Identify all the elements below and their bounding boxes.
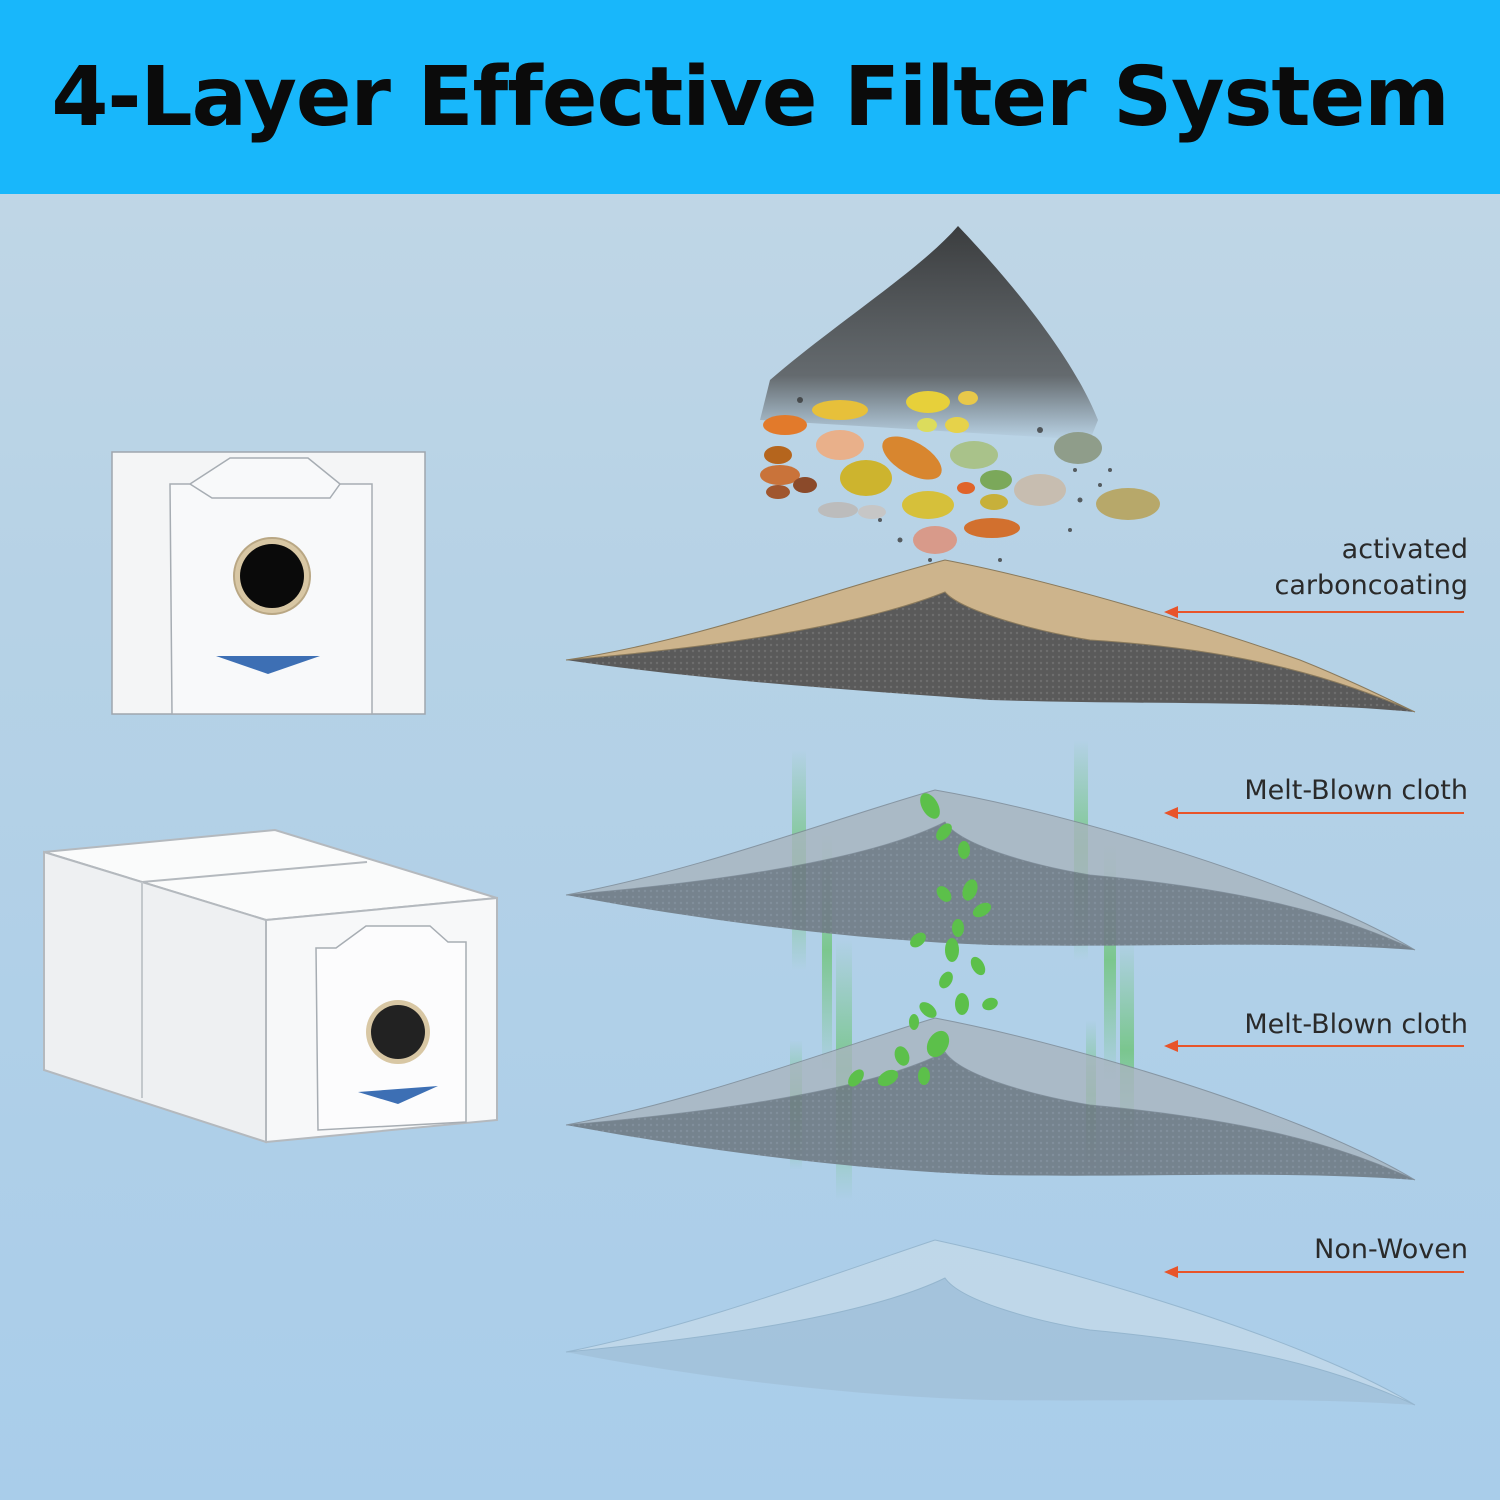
- layer-non-woven: [565, 1239, 1416, 1406]
- title-banner: 4-Layer Effective Filter System: [0, 0, 1500, 194]
- layer-label-non-woven: Non-Woven: [1314, 1232, 1468, 1268]
- label-line: activated: [1341, 534, 1468, 565]
- layer-label-melt-blown-1: Melt-Blown cloth: [1244, 773, 1468, 809]
- layer-melt-blown-2: [565, 1017, 1416, 1181]
- layer-activated-carbon: [565, 559, 1416, 713]
- label-line: Melt-Blown cloth: [1244, 1009, 1468, 1040]
- layer-melt-blown-1: [565, 789, 1416, 951]
- leaf-particles: [848, 793, 998, 1087]
- layer-label-activated-carbon: activated carboncoating: [1274, 532, 1468, 604]
- page-title: 4-Layer Effective Filter System: [51, 49, 1449, 145]
- label-line: carboncoating: [1274, 570, 1468, 601]
- filter-bag-front-image: [111, 451, 426, 715]
- layer-label-melt-blown-2: Melt-Blown cloth: [1244, 1007, 1468, 1043]
- filter-bag-box-image: [43, 828, 498, 1144]
- filter-illustration: [43, 226, 1464, 1406]
- label-arrows: [1164, 606, 1464, 1278]
- allergen-particles: [760, 391, 1160, 554]
- label-line: Melt-Blown cloth: [1244, 775, 1468, 806]
- label-line: Non-Woven: [1314, 1234, 1468, 1265]
